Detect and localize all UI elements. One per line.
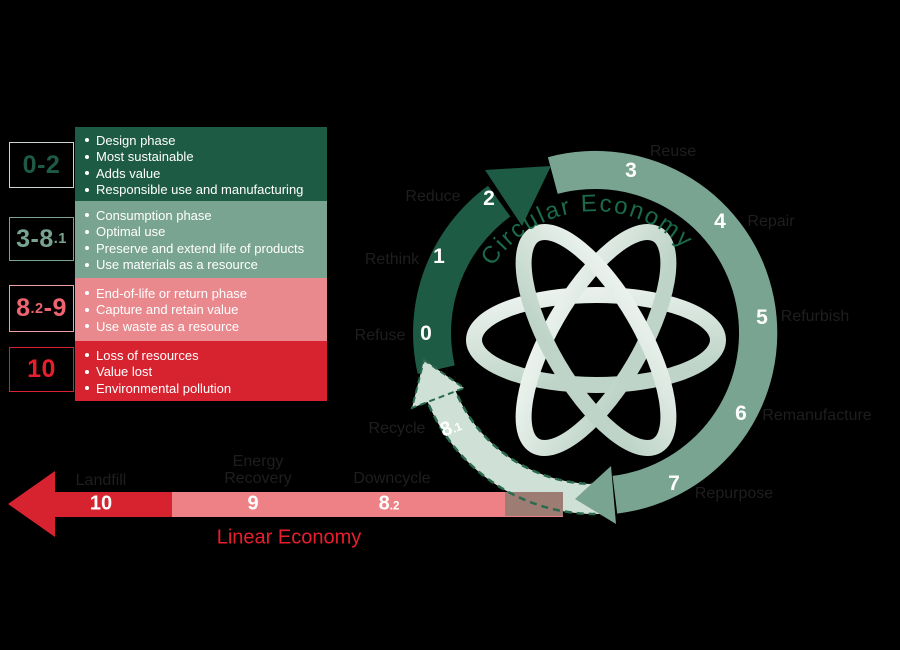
linear-arrow-landfill-segment [8,471,172,537]
use-phase-arc [547,150,778,514]
recycle-arrowhead [410,358,467,410]
logo-ring-diagonal-right [515,223,677,457]
use-phase-arrowhead [575,466,616,524]
logo-ring-diagonal-left [515,223,677,457]
logo-ring-horizontal [466,287,726,393]
linear-arrow-salmon-segment [172,492,563,517]
recycle-band [424,384,608,515]
design-phase-arc [413,185,511,374]
design-phase-arrowhead [485,166,551,226]
recycle-band-dashes [423,382,609,516]
atom-logo [466,223,726,457]
